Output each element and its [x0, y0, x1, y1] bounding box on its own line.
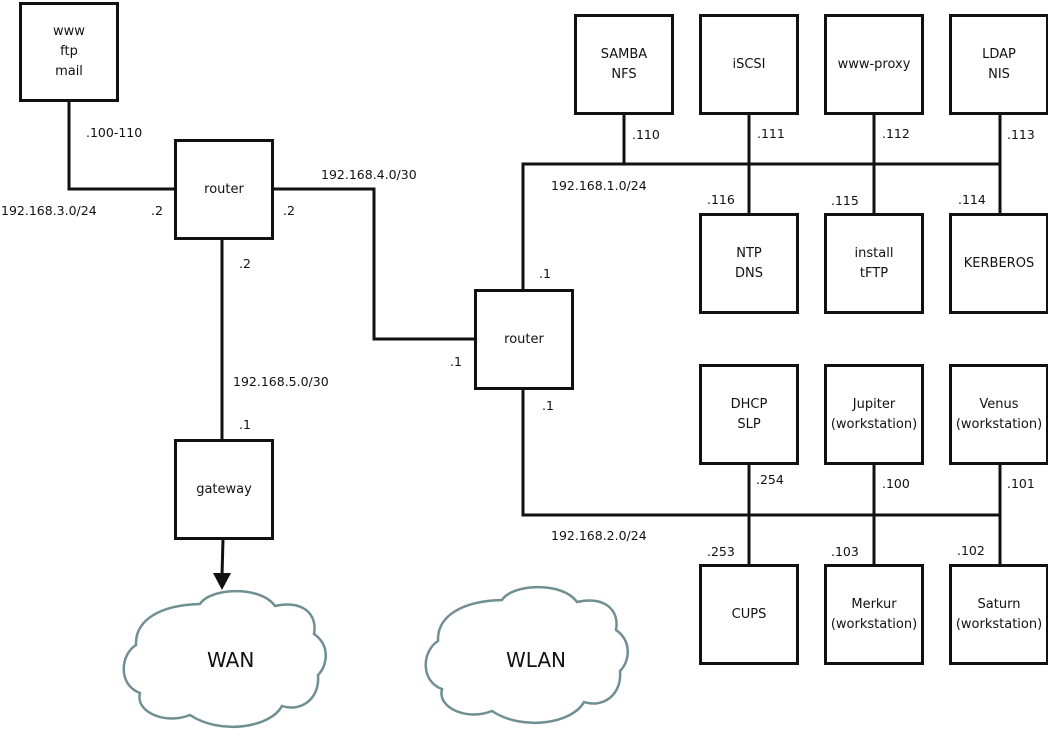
cloud-wlan-label: WLAN [506, 648, 567, 672]
node-venus[interactable]: Venus (workstation) [949, 364, 1048, 465]
node-router-left[interactable]: router [174, 139, 274, 240]
node-label: (workstation) [830, 616, 918, 632]
address-label: .101 [1007, 476, 1035, 491]
address-label: .1 [239, 417, 251, 432]
node-label: www-proxy [837, 56, 911, 72]
bus-192-168-1 [521, 162, 1000, 289]
link-router-left-router-center [271, 187, 474, 341]
link-web-router-left [67, 100, 176, 191]
address-label: .1 [542, 398, 554, 413]
node-label: (workstation) [955, 416, 1043, 432]
node-label: NTP [736, 245, 762, 261]
node-label: Saturn [977, 596, 1021, 612]
node-label: gateway [196, 481, 252, 497]
address-label: .253 [707, 544, 735, 559]
address-label: .112 [882, 126, 910, 141]
address-label: .100-110 [86, 125, 143, 140]
node-www-proxy[interactable]: www-proxy [824, 14, 924, 115]
node-label: Venus [979, 396, 1019, 412]
address-label: .116 [707, 192, 735, 207]
node-label: CUPS [731, 606, 767, 622]
node-label: SLP [737, 416, 761, 432]
address-label: .114 [958, 192, 986, 207]
address-label: .254 [756, 472, 784, 487]
node-label: Jupiter [852, 396, 896, 412]
network-label-net2: 192.168.2.0/24 [551, 528, 647, 543]
node-label: Merkur [851, 596, 897, 612]
node-label: SAMBA [600, 46, 648, 62]
address-label: .113 [1007, 127, 1035, 142]
address-label: .2 [151, 203, 163, 218]
node-label: NFS [611, 66, 637, 82]
address-label: .103 [831, 544, 859, 559]
address-label: .102 [957, 543, 985, 558]
node-label: www [53, 24, 85, 39]
node-label: tFTP [859, 265, 889, 281]
node-ntp[interactable]: NTP DNS [699, 213, 799, 314]
node-install[interactable]: install tFTP [824, 213, 924, 314]
node-label: DHCP [730, 396, 768, 412]
node-iscsi[interactable]: iSCSI [699, 14, 799, 115]
link-gateway-wan [220, 538, 225, 577]
address-label: .2 [283, 203, 295, 218]
address-label: .115 [831, 193, 859, 208]
node-label: mail [55, 64, 83, 79]
node-label: iSCSI [732, 56, 766, 72]
node-label: NIS [988, 66, 1010, 82]
cloud-wan-label: WAN [207, 648, 255, 672]
network-label-net4: 192.168.4.0/30 [321, 167, 417, 182]
node-ldap[interactable]: LDAP NIS [949, 14, 1048, 115]
network-label-net5: 192.168.5.0/30 [233, 374, 329, 389]
node-kerberos[interactable]: KERBEROS [949, 213, 1048, 314]
cloud-wlan-shape [424, 585, 629, 724]
node-label: ftp [60, 44, 78, 59]
bus-192-168-2 [521, 389, 1000, 517]
address-label: .110 [632, 127, 660, 142]
node-label: (workstation) [955, 616, 1043, 632]
address-label: .100 [882, 476, 910, 491]
node-saturn[interactable]: Saturn (workstation) [949, 564, 1048, 665]
network-label-net3: 192.168.3.0/24 [1, 203, 97, 218]
node-label: install [854, 245, 894, 261]
node-merkur[interactable]: Merkur (workstation) [824, 564, 924, 665]
arrow-head-icon [213, 573, 231, 590]
cloud-wan-shape [122, 589, 327, 728]
node-dhcp[interactable]: DHCP SLP [699, 364, 799, 465]
node-samba[interactable]: SAMBA NFS [574, 14, 674, 115]
node-label: LDAP [982, 46, 1016, 62]
address-label: .2 [239, 256, 251, 271]
node-web-server[interactable]: www ftp mail [19, 2, 119, 102]
node-jupiter[interactable]: Jupiter (workstation) [824, 364, 924, 465]
node-cups[interactable]: CUPS [699, 564, 799, 665]
node-label: router [204, 181, 244, 197]
node-label: DNS [735, 265, 763, 281]
address-label: .111 [757, 126, 785, 141]
node-label: (workstation) [830, 416, 918, 432]
node-router-center[interactable]: router [474, 289, 574, 390]
node-gateway[interactable]: gateway [174, 439, 274, 540]
address-label: .1 [450, 354, 462, 369]
node-label: router [504, 331, 544, 347]
address-label: .1 [539, 266, 551, 281]
network-label-net1: 192.168.1.0/24 [551, 178, 647, 193]
node-label: KERBEROS [963, 255, 1035, 271]
